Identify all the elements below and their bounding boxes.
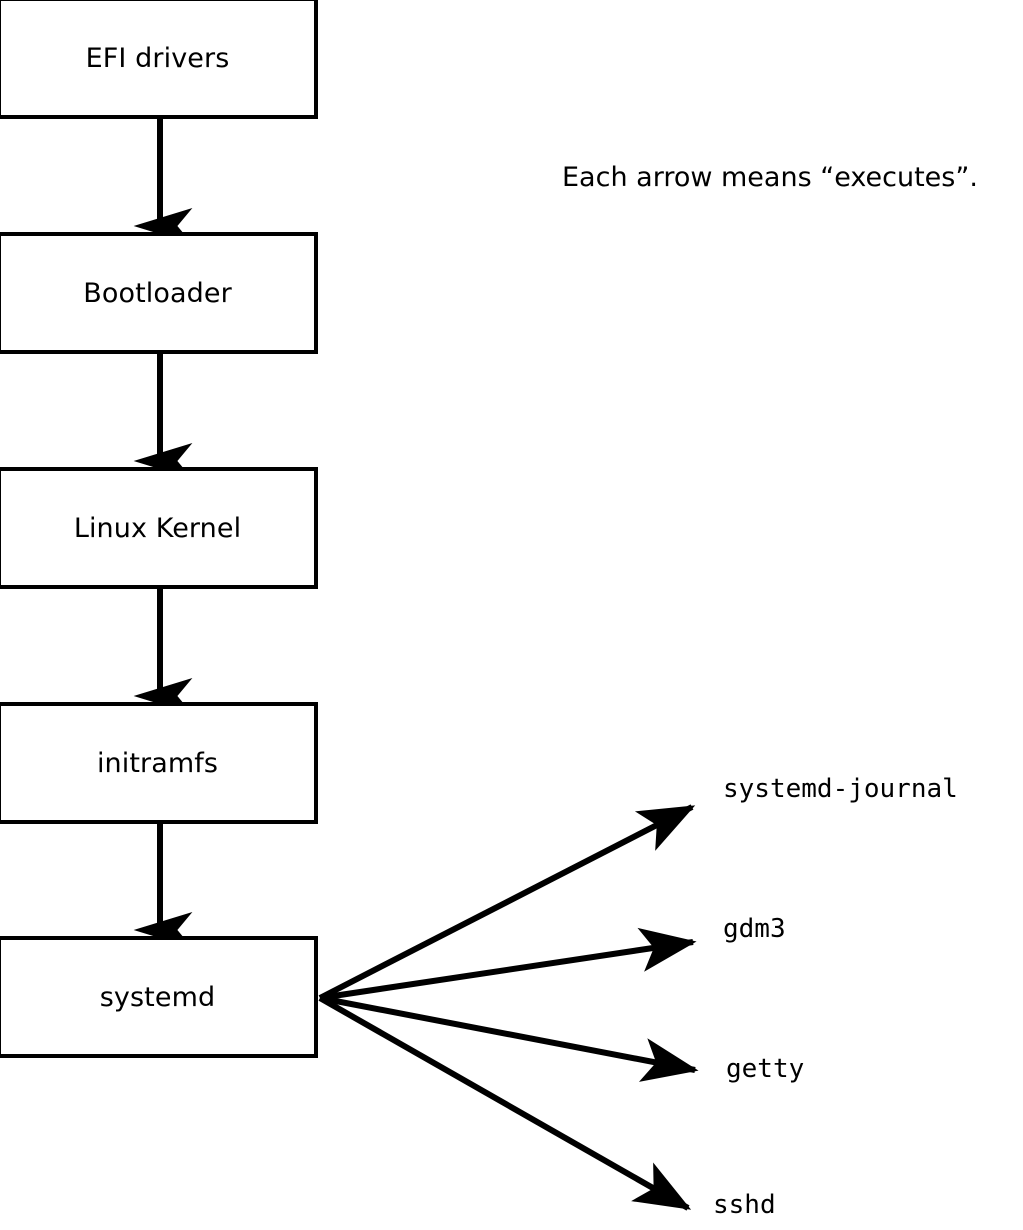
stage-box-label: Bootloader <box>83 277 232 309</box>
stage-box-initramfs[interactable]: initramfs <box>0 702 318 824</box>
stage-box-bootloader[interactable]: Bootloader <box>0 232 318 354</box>
stage-box-label: systemd <box>99 981 216 1013</box>
stage-box-label: Linux Kernel <box>73 512 242 544</box>
stage-box-label: initramfs <box>96 747 219 779</box>
stage-box-systemd[interactable]: systemd <box>0 936 318 1058</box>
process-label-gdm3: gdm3 <box>723 914 786 944</box>
fanout-arrow-group <box>318 804 699 1211</box>
stage-box-label: EFI drivers <box>85 42 230 74</box>
stage-box-linux-kernel[interactable]: Linux Kernel <box>0 467 318 589</box>
arrow-systemd-to-systemd-journal <box>318 804 696 1001</box>
arrow-systemd-to-sshd <box>318 995 692 1211</box>
process-label-sshd: sshd <box>713 1190 776 1220</box>
process-label-systemd-journal: systemd-journal <box>723 774 958 804</box>
legend-note: Each arrow means “executes”. <box>562 162 978 193</box>
arrow-systemd-to-getty <box>319 995 699 1082</box>
process-label-getty: getty <box>726 1054 805 1084</box>
arrow-systemd-to-gdm3 <box>319 927 697 1001</box>
stage-box-efi-drivers[interactable]: EFI drivers <box>0 0 318 119</box>
